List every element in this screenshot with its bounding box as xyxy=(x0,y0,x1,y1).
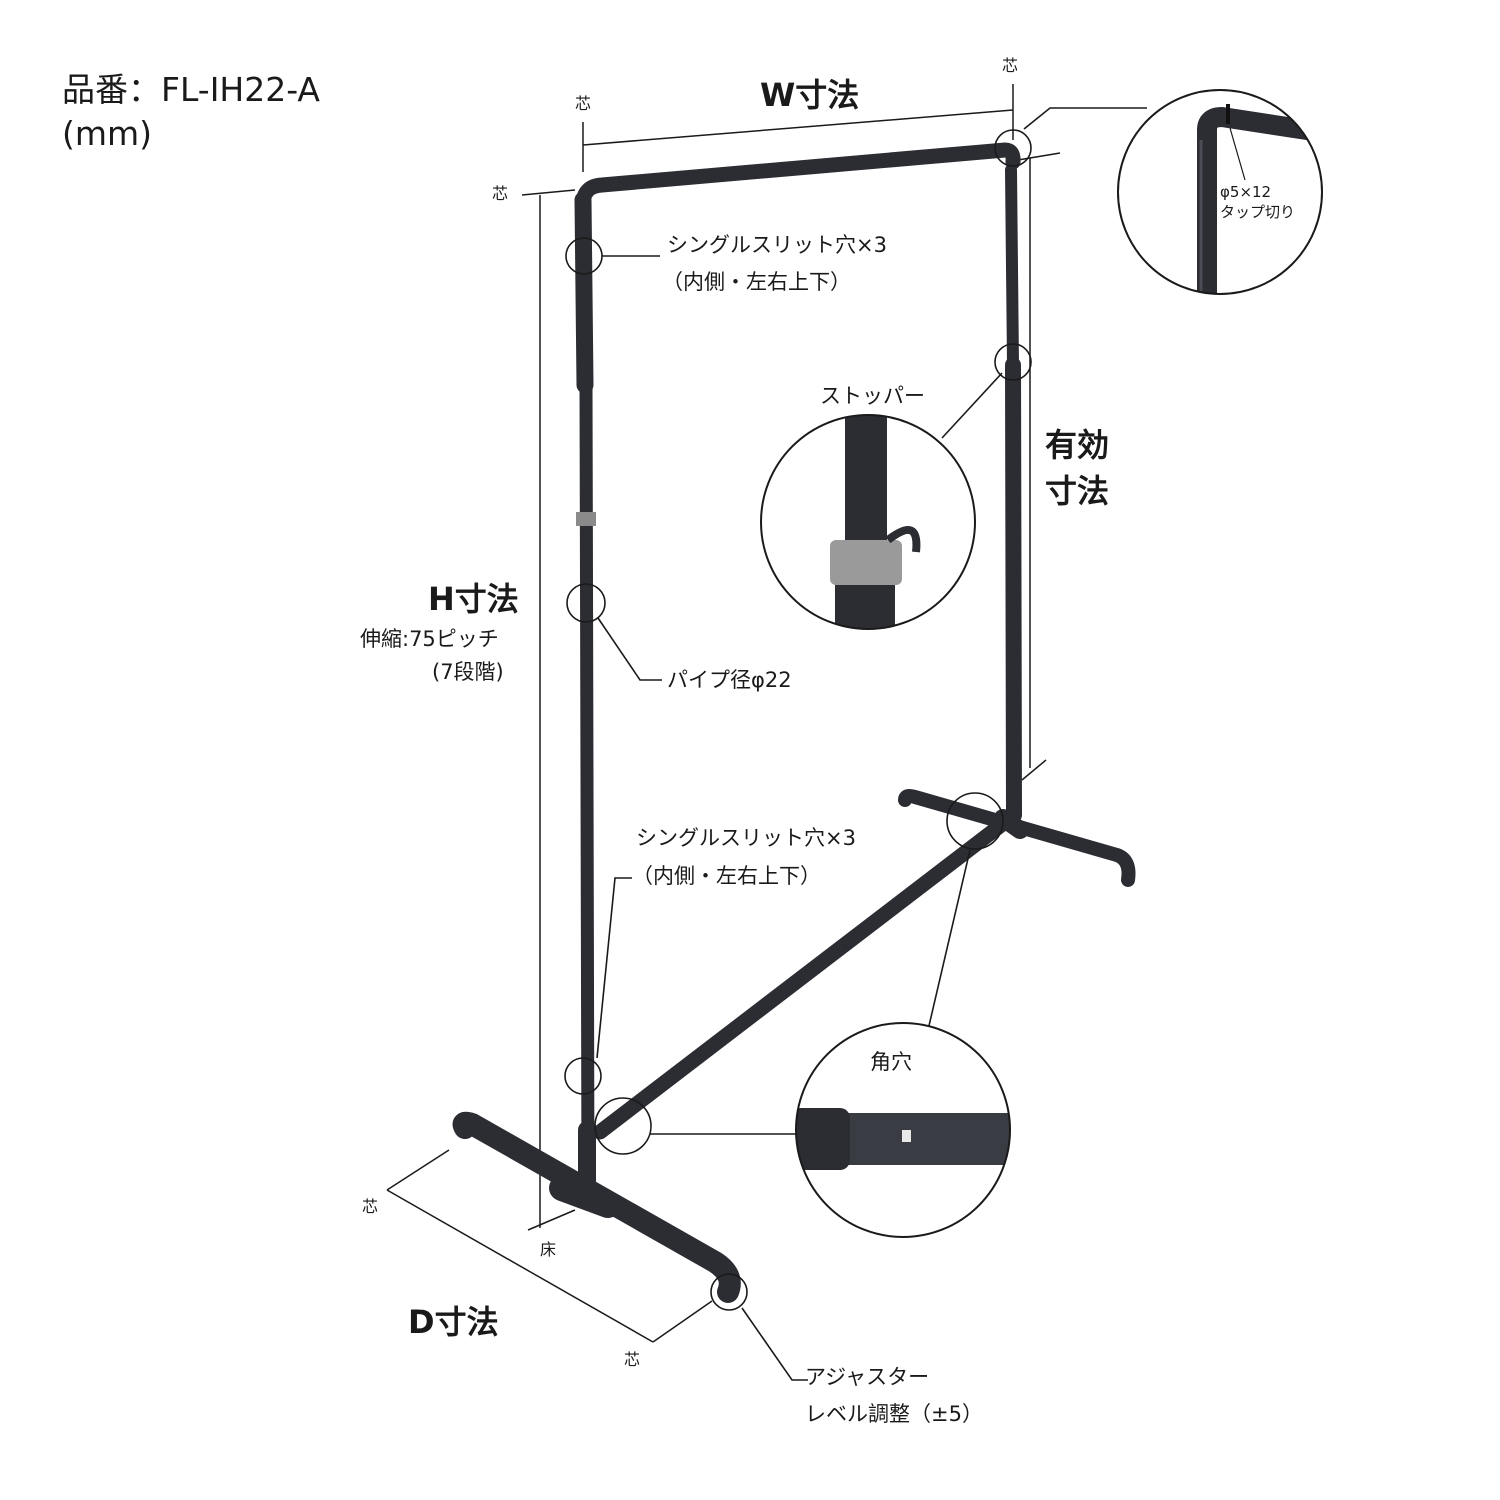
zoom-tap-frame xyxy=(1117,89,1323,295)
stopper-clip xyxy=(885,526,921,553)
slit-bottom-line2: （内側・左右上下） xyxy=(632,864,821,888)
left-post-lower xyxy=(579,378,595,1192)
depth-label: D寸法 xyxy=(408,1303,499,1341)
square-hole-label: 角穴 xyxy=(870,1050,912,1074)
tap-corner-pipe xyxy=(1197,106,1322,294)
right-post-lower xyxy=(1005,357,1022,823)
slit-bottom-line1: シングルスリット穴×3 xyxy=(636,826,856,850)
marker-base-junction xyxy=(946,792,1004,850)
effective-extension-bottom xyxy=(1021,759,1047,781)
height-note-1: 伸縮:75ピッチ xyxy=(360,627,499,651)
pipe-diameter-label: パイプ径φ22 xyxy=(667,668,792,692)
d-extension-left xyxy=(386,1149,450,1191)
tap-callout-line xyxy=(1229,127,1246,181)
hole-pipe-end xyxy=(796,1108,850,1170)
stopper-pipe-upper xyxy=(845,415,887,550)
center-mark-d-left: 芯 xyxy=(362,1197,379,1216)
hanger-rack xyxy=(452,142,1136,1303)
zoom-square-hole xyxy=(795,1022,1011,1238)
hole-square xyxy=(902,1130,911,1142)
leader-tap xyxy=(1023,107,1147,130)
zoom-stopper xyxy=(760,414,976,630)
marker-adjuster xyxy=(710,1273,748,1311)
leader-slit-bottom xyxy=(596,877,632,1059)
leader-pipe-diameter xyxy=(597,617,662,681)
zoom-square-hole-frame xyxy=(795,1022,1011,1238)
d-extension-right xyxy=(652,1300,713,1343)
zoom-stopper-frame xyxy=(760,414,976,630)
part-number: 品番：FL-IH22-A xyxy=(62,70,320,109)
left-post-upper xyxy=(574,191,594,394)
width-label: W寸法 xyxy=(760,76,860,114)
marker-tap xyxy=(994,129,1032,167)
dimension-lines xyxy=(386,84,1061,1343)
stopper-label: ストッパー xyxy=(820,384,925,408)
effective-label-line1: 有効 xyxy=(1045,426,1110,464)
slit-top-line1: シングルスリット穴×3 xyxy=(667,233,887,257)
leader-square-hole xyxy=(927,849,971,1031)
center-mark-d-right: 芯 xyxy=(624,1350,641,1369)
h-extension-bottom xyxy=(527,1209,576,1231)
leader-lines xyxy=(596,107,1147,1381)
w-dimension-line xyxy=(582,109,1014,146)
h-extension-top xyxy=(521,189,576,196)
left-stopper xyxy=(576,512,596,526)
zoom-tap xyxy=(1117,89,1323,295)
floor-mark: 床 xyxy=(540,1240,557,1259)
top-bar-pipe xyxy=(575,142,1021,213)
center-mark-h-top: 芯 xyxy=(492,184,509,203)
effective-extension-top xyxy=(1017,152,1061,161)
brace-pipe xyxy=(592,814,1013,1140)
marker-square-hole xyxy=(594,1097,652,1155)
adjuster-line2: レベル調整（±5） xyxy=(805,1402,983,1426)
right-post-upper xyxy=(1005,164,1019,371)
center-mark-w-right: 芯 xyxy=(1002,56,1019,75)
adjuster-line1: アジャスター xyxy=(805,1365,930,1389)
center-mark-w-left: 芯 xyxy=(575,94,592,113)
tap-label-line2: タップ切り xyxy=(1220,203,1296,221)
height-label: H寸法 xyxy=(428,580,519,618)
marker-slit-bottom xyxy=(564,1057,602,1095)
marker-pipe-diameter xyxy=(566,583,606,623)
height-note-2: (7段階) xyxy=(432,660,504,684)
d-dimension-line xyxy=(386,1189,654,1343)
stopper-ring xyxy=(830,540,902,585)
unit-label: (mm) xyxy=(62,114,153,153)
marker-stopper xyxy=(994,343,1032,381)
leader-adjuster xyxy=(741,1307,808,1381)
marker-circles xyxy=(564,129,1032,1311)
marker-slit-top xyxy=(565,237,603,275)
leader-stopper xyxy=(941,372,1003,439)
slit-top-line2: （内側・左右上下） xyxy=(662,270,851,294)
tap-label-line1: φ5×12 xyxy=(1220,183,1272,201)
stopper-pipe-lower xyxy=(835,575,895,629)
effective-label-line2: 寸法 xyxy=(1045,472,1110,510)
